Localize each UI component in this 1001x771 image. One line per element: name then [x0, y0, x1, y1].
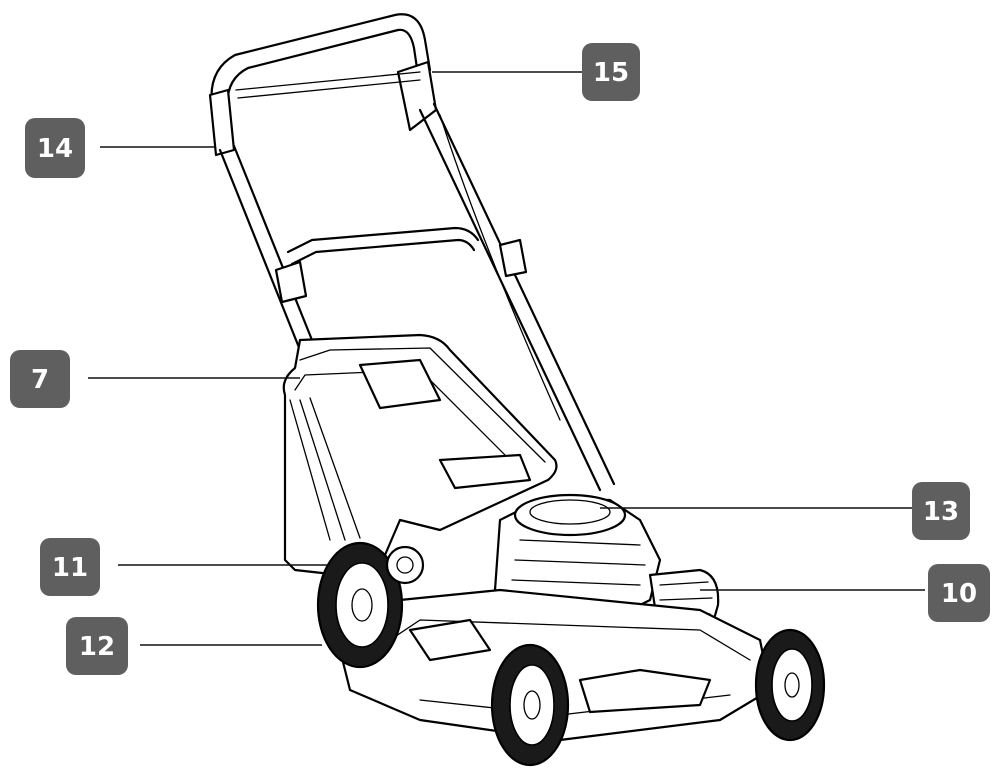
callout-label-15: 15: [593, 58, 629, 88]
callout-label-14: 14: [37, 134, 73, 164]
mower-deck: [338, 588, 772, 742]
middle-crossbar: [286, 226, 480, 266]
front-right-wheel: [754, 628, 826, 742]
callout-13: 13: [912, 482, 970, 540]
upper-handle: [208, 13, 438, 157]
leader-lines: [88, 71, 925, 646]
callout-label-7: 7: [31, 365, 49, 395]
callout-11: 11: [40, 538, 100, 596]
grass-bag: [282, 333, 558, 577]
callout-14: 14: [25, 118, 85, 178]
callout-label-12: 12: [79, 632, 115, 662]
front-left-wheel: [490, 643, 570, 767]
callout-label-10: 10: [941, 579, 977, 609]
mower-illustration: [208, 13, 826, 767]
callout-15: 15: [582, 43, 640, 101]
right-handle-tube: [418, 102, 616, 492]
left-handle-tube: [218, 144, 316, 352]
callout-12: 12: [66, 617, 128, 675]
callout-7: 7: [10, 350, 70, 408]
rear-left-wheel: [316, 541, 425, 669]
callout-10: 10: [928, 564, 990, 622]
callout-label-13: 13: [923, 497, 959, 527]
callout-label-11: 11: [52, 553, 88, 583]
